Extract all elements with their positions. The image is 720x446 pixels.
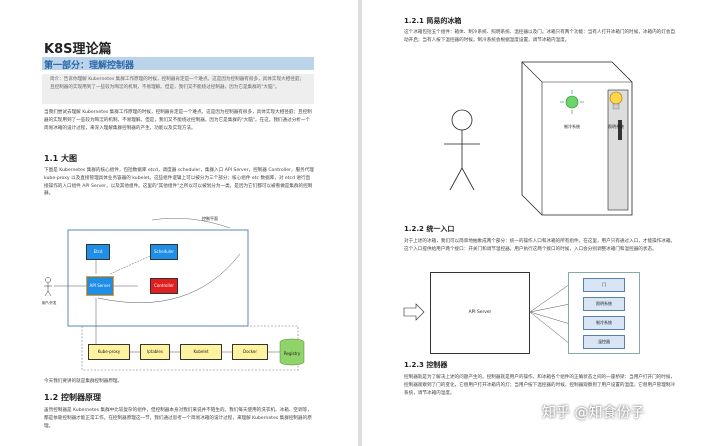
summary-box: 简介：告诉你理解 Kubernetes 集群工作原理的时候，控制器肯定是一个难点… (42, 74, 314, 104)
part-title: 第一部分：理解控制器 (44, 61, 135, 71)
section-entry-heading: 1.2.2 统一入口 (404, 225, 455, 233)
etcd-box: Etcd (86, 244, 110, 260)
user-label: 用户/开发 (41, 301, 57, 305)
control-plane-label: 控制平面 (202, 216, 218, 221)
kubelet-box: Kubelet (180, 344, 222, 360)
section-principle-heading: 1.2 控制器原理 (44, 393, 101, 402)
diagram-lines (44, 217, 305, 371)
overview-paragraph: 下图是 Kubernetes 集群的核心组件，包括数据库 etcd，调度器 sc… (44, 168, 314, 197)
component-panel: 门 照明系统 制冷系统 温控器 (568, 272, 640, 354)
section-fridge-heading: 1.2.1 简易的冰箱 (404, 17, 462, 25)
api-server-block: API Server (430, 272, 530, 354)
iptables-box: Iptables (140, 344, 170, 360)
fridge-illustration: 制冷系统 照明系统 (422, 50, 662, 220)
architecture-diagram: 控制平面 用户/开发 Etcd Scheduler API Server Con… (40, 214, 320, 374)
part-title-bar: 第一部分：理解控制器 (42, 57, 314, 71)
component-cooling: 制冷系统 (583, 316, 625, 330)
component-thermostat: 温控器 (583, 335, 625, 349)
kube-proxy-box: Kube-proxy (88, 344, 130, 360)
controller-paragraph: 控制器就是为了解决上述的问题产生的。控制器就是用户的操作，和冰箱各个组件的正确状… (404, 375, 676, 396)
after-diagram-text: 今天我们要讲的就是集群控制器原理。 (44, 379, 123, 384)
cooling-system-label: 制冷系统 (564, 124, 580, 129)
scheduler-box: Scheduler (150, 244, 178, 260)
entry-diagram: API Server 门 照明系统 制冷系统 温控器 (402, 270, 672, 355)
registry-label: Registry (283, 351, 301, 356)
lighting-system-label: 照明系统 (608, 124, 624, 129)
api-server-box: API Server (86, 276, 114, 296)
intro-paragraph: 当我们尝试去理解 Kubernetes 集群工作原理的时候，控制器肯定是一个难点… (44, 110, 312, 131)
right-page: 1.2.1 简易的冰箱 这个冰箱包括五个组件：箱体、制冷系统、照明系统、温控器以… (362, 0, 720, 446)
left-page: K8S理论篇 第一部分：理解控制器 简介：告诉你理解 Kubernetes 集群… (0, 0, 358, 446)
component-door: 门 (583, 278, 625, 292)
section-controller-heading: 1.2.3 控制器 (404, 361, 448, 369)
section-overview-heading: 1.1 大图 (44, 154, 77, 163)
entry-paragraph: 对于上述的冰箱，我们可以简单地抽象成两个部分：统一的操作入口和冰箱的所有组件。在… (404, 239, 676, 252)
principle-paragraph: 虽然控制器是 Kubernetes 集群中比较复杂的组件，但控制器本身对我们来说… (44, 408, 312, 429)
fridge-paragraph: 这个冰箱包括五个组件：箱体、制冷系统、照明系统、温控器以及门。冰箱只有两个功能：… (404, 30, 676, 43)
summary-text: 简介：告诉你理解 Kubernetes 集群工作原理的时候，控制器肯定是一个难点… (50, 77, 305, 90)
watermark: 知乎 @知食份子 (542, 405, 645, 421)
fridge-drawing (444, 61, 633, 216)
component-lighting: 照明系统 (583, 297, 625, 311)
docker-box: Docker (232, 344, 268, 360)
page-title: K8S理论篇 (44, 42, 112, 57)
entry-arrows (403, 283, 571, 345)
controller-box: Controller (150, 278, 178, 294)
